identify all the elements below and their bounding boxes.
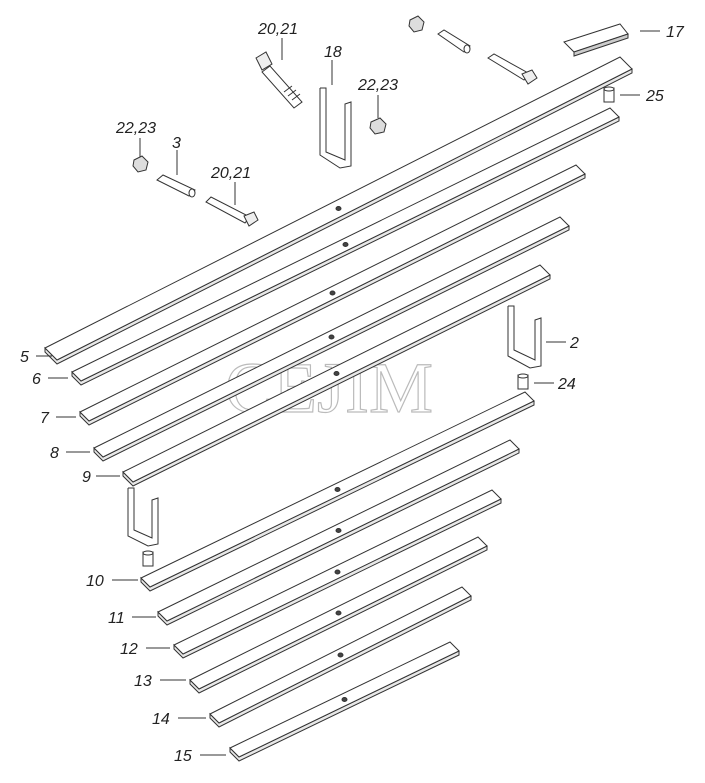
bolt-top-left (255, 51, 303, 109)
leaf-13 (189, 536, 488, 694)
leaf-10 (140, 391, 535, 592)
plate-17 (563, 23, 629, 57)
bushing-24 (517, 373, 529, 390)
leaf-7 (79, 164, 586, 426)
nut-top (369, 117, 387, 135)
leader-lines (36, 30, 660, 756)
label-10: 10 (86, 573, 104, 590)
label-25: 25 (645, 88, 664, 105)
leaf-5 (44, 56, 633, 365)
label-15: 15 (174, 748, 192, 765)
nut-left (132, 155, 149, 173)
bushing-lower (142, 550, 154, 567)
u-bracket-lower (127, 487, 159, 547)
nut-top-right (408, 15, 425, 33)
label-14: 14 (152, 711, 170, 728)
leaf-14 (209, 586, 472, 728)
label-6: 6 (32, 371, 41, 388)
label-17: 17 (666, 24, 685, 41)
label-12: 12 (120, 641, 138, 658)
center-bolt-hole (335, 528, 342, 533)
center-bolt-hole (334, 487, 341, 492)
center-bolt-hole (333, 371, 340, 376)
center-bolt-hole (329, 290, 336, 296)
pin-top-right (437, 29, 471, 54)
label-20-21-top: 20,21 (257, 21, 298, 38)
label-8: 8 (50, 445, 59, 462)
label-18: 18 (324, 44, 342, 61)
center-bolt-hole (335, 206, 342, 211)
label-22-23-top: 22,23 (357, 77, 398, 94)
u-bracket-2 (507, 305, 542, 369)
center-bolt-hole (342, 242, 349, 247)
center-bolt-hole (328, 334, 335, 340)
label-11: 11 (108, 610, 125, 627)
pin-3 (156, 174, 196, 198)
bolt-middle (205, 196, 259, 227)
label-2: 2 (569, 335, 579, 352)
leaf-15 (229, 641, 460, 762)
bolt-top-right (487, 53, 538, 85)
label-22-23-left: 22,23 (115, 120, 156, 137)
label-7: 7 (40, 410, 50, 427)
label-24: 24 (557, 376, 576, 393)
label-5: 5 (20, 349, 29, 366)
label-13: 13 (134, 673, 152, 690)
label-20-21-middle: 20,21 (210, 165, 251, 182)
center-bolt-hole (335, 610, 342, 616)
center-bolt-hole (337, 652, 344, 658)
leaf-11 (157, 439, 520, 626)
center-bolt-hole (334, 569, 341, 575)
label-3: 3 (172, 135, 181, 152)
leaf-9 (122, 264, 551, 487)
leaf-8 (93, 216, 570, 462)
bushing-25 (603, 86, 615, 103)
label-9: 9 (82, 469, 91, 486)
leaf-12 (173, 489, 502, 659)
center-bolt-hole (341, 697, 348, 702)
u-bracket-18 (319, 87, 352, 169)
leaf-6 (71, 107, 620, 386)
